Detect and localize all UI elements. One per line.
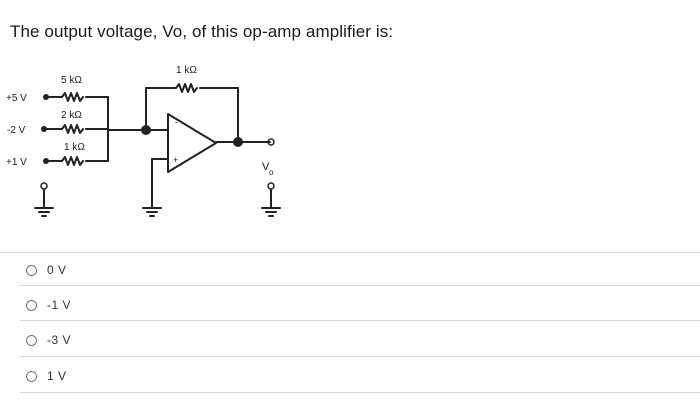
resistor-label-3: 1 kΩ: [64, 142, 85, 153]
question-text: The output voltage, Vo, of this op-amp a…: [10, 22, 394, 41]
radio-button[interactable]: [26, 299, 37, 311]
option-divider: [20, 285, 700, 286]
op-amp-circuit-diagram: +5 V 5 kΩ -2 V 2 kΩ +1 V 1 kΩ 1 kΩ - + V…: [6, 65, 281, 217]
input-voltage-1: +5 V: [6, 93, 27, 104]
option-1[interactable]: -1 V: [26, 298, 71, 312]
input-voltage-2: -2 V: [7, 125, 26, 136]
input-voltage-3: +1 V: [6, 157, 27, 168]
option-0[interactable]: 0 V: [26, 263, 67, 277]
opamp-plus-sign: +: [173, 155, 178, 165]
option-divider: [0, 252, 700, 253]
option-label: -1 V: [47, 298, 72, 312]
radio-button[interactable]: [26, 334, 37, 346]
opamp-minus-sign: -: [175, 117, 178, 127]
option-divider: [20, 356, 700, 357]
option-2[interactable]: -3 V: [26, 333, 71, 347]
option-label: 0 V: [47, 263, 67, 277]
option-label: 1 V: [47, 369, 67, 383]
option-label: -3 V: [47, 333, 72, 347]
option-divider: [20, 320, 700, 321]
output-label: V: [262, 161, 270, 173]
option-divider: [20, 392, 700, 393]
feedback-resistor-label: 1 kΩ: [176, 65, 197, 76]
radio-button[interactable]: [26, 370, 37, 382]
output-subscript: o: [269, 168, 274, 177]
option-3[interactable]: 1 V: [26, 369, 67, 383]
resistor-label-2: 2 kΩ: [61, 110, 82, 121]
resistor-label-1: 5 kΩ: [61, 75, 82, 86]
radio-button[interactable]: [26, 264, 37, 276]
